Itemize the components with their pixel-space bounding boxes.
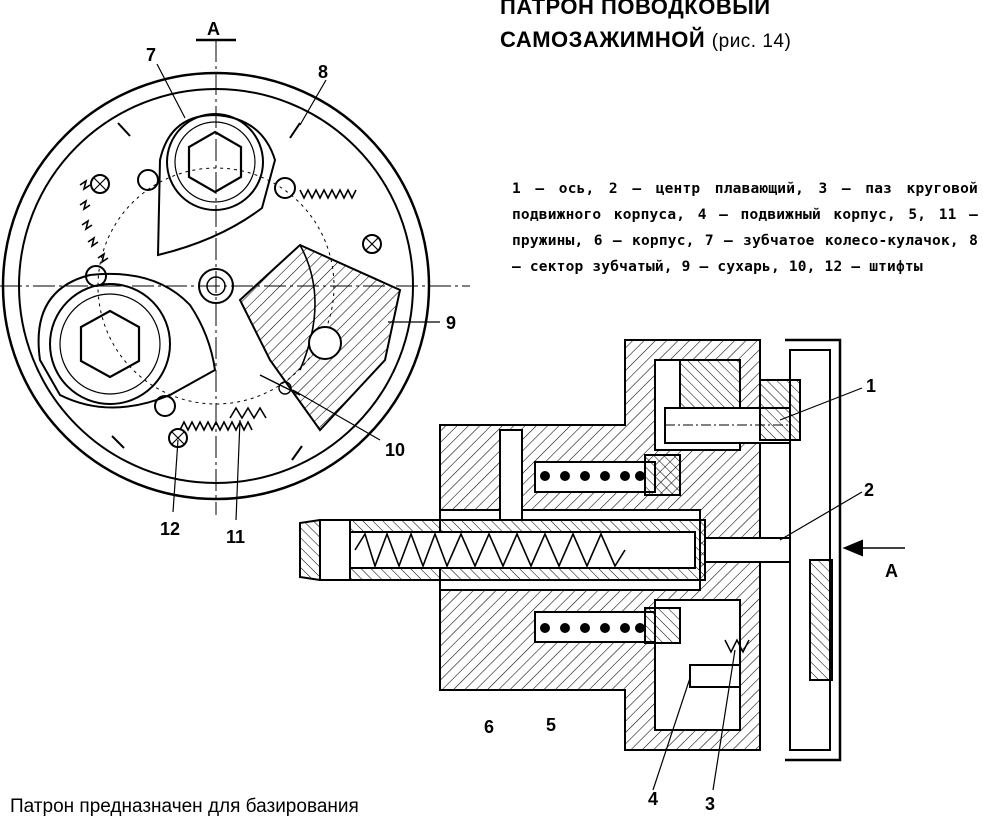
callout-1: 1 [866,376,876,396]
callout-3: 3 [705,794,715,814]
callout-10: 10 [385,440,405,460]
end-view-drawing [0,40,470,515]
section-view-label: A [207,19,220,39]
callout-12: 12 [160,519,180,539]
callout-11: 11 [226,527,245,547]
parts-legend: 1 – ось, 2 – центр плавающий, 3 – паз кр… [512,181,978,275]
callout-5: 5 [546,715,556,735]
callout-7: 7 [146,45,156,65]
figure-reference: (рис. 14) [711,31,792,52]
end-view-callouts: A 7 8 9 10 11 12 [146,19,456,547]
section-arrow-label: A [885,561,898,581]
callout-9: 9 [446,313,456,333]
callout-8: 8 [318,62,328,82]
section-view-callouts: 1 2 3 4 5 6 A [484,376,898,814]
callout-6: 6 [484,717,494,737]
title-line-2: САМОЗАЖИМНОЙ (рис. 14) [500,23,791,58]
title-line-1: ПАТРОН ПОВОДКОВЫЙ [500,0,771,19]
figure-caption: Патрон предназначен для базирования [10,796,359,817]
callout-4: 4 [648,789,658,809]
figure-title: ПАТРОН ПОВОДКОВЫЙ САМОЗАЖИМНОЙ (рис. 14) [500,0,791,58]
title-line-2-text: САМОЗАЖИМНОЙ [500,27,706,52]
section-view-drawing [299,338,905,762]
callout-2: 2 [864,480,874,500]
